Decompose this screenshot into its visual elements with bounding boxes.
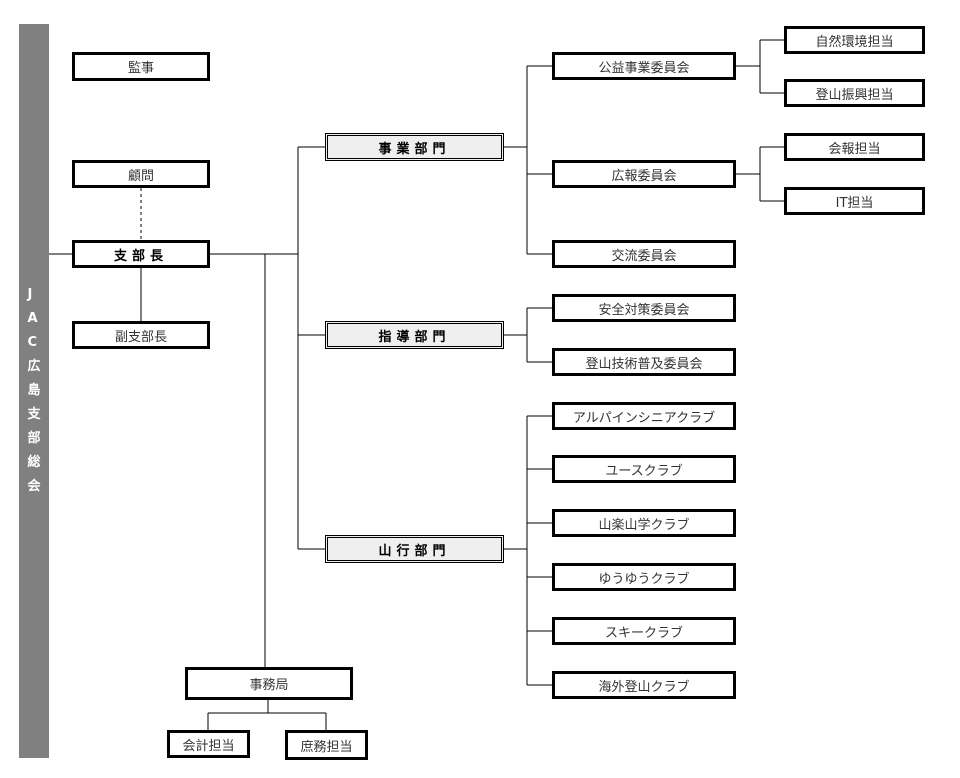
side-title-char: 広 (27, 359, 41, 374)
side-title-char: 支 (27, 407, 41, 422)
committee-public-interest-box: 公益事業委員会 (552, 52, 736, 80)
side-title-char: J (27, 287, 33, 302)
connector-lines (49, 39, 784, 730)
officer-it-box: IT担当 (784, 187, 925, 215)
club-youth-box: ユースクラブ (552, 455, 736, 483)
general-affairs-box: 庶務担当 (285, 730, 368, 760)
club-yuyu-box: ゆうゆうクラブ (552, 563, 736, 591)
branch-head-box: 支部長 (72, 240, 210, 268)
club-alpine-box: アルパインシニアクラブ (552, 402, 736, 430)
side-title-char: 会 (27, 479, 41, 494)
committee-public-relations-box: 広報委員会 (552, 160, 736, 188)
advisor-box: 顧問 (72, 160, 210, 188)
officer-bulletin-box: 会報担当 (784, 133, 925, 161)
side-title-char: A (27, 311, 38, 326)
secretariat-box: 事務局 (185, 667, 353, 700)
side-title-char: 部 (27, 431, 41, 446)
department-climbing-box: 山行部門 (325, 535, 504, 563)
committee-exchange-box: 交流委員会 (552, 240, 736, 268)
side-title-char: 総 (27, 455, 41, 470)
side-title-char: C (27, 335, 38, 350)
committee-technique-box: 登山技術普及委員会 (552, 348, 736, 376)
club-overseas-box: 海外登山クラブ (552, 671, 736, 699)
side-title-char: 島 (27, 383, 41, 398)
committee-safety-box: 安全対策委員会 (552, 294, 736, 322)
officer-promotion-box: 登山振興担当 (784, 79, 925, 107)
department-guidance-box: 指導部門 (325, 321, 504, 349)
deputy-head-box: 副支部長 (72, 321, 210, 349)
club-ski-box: スキークラブ (552, 617, 736, 645)
accounting-box: 会計担当 (167, 730, 250, 758)
auditor-box: 監事 (72, 52, 210, 81)
department-business-box: 事業部門 (325, 133, 504, 161)
officer-nature-box: 自然環境担当 (784, 26, 925, 54)
club-sanraku-box: 山楽山学クラブ (552, 509, 736, 537)
